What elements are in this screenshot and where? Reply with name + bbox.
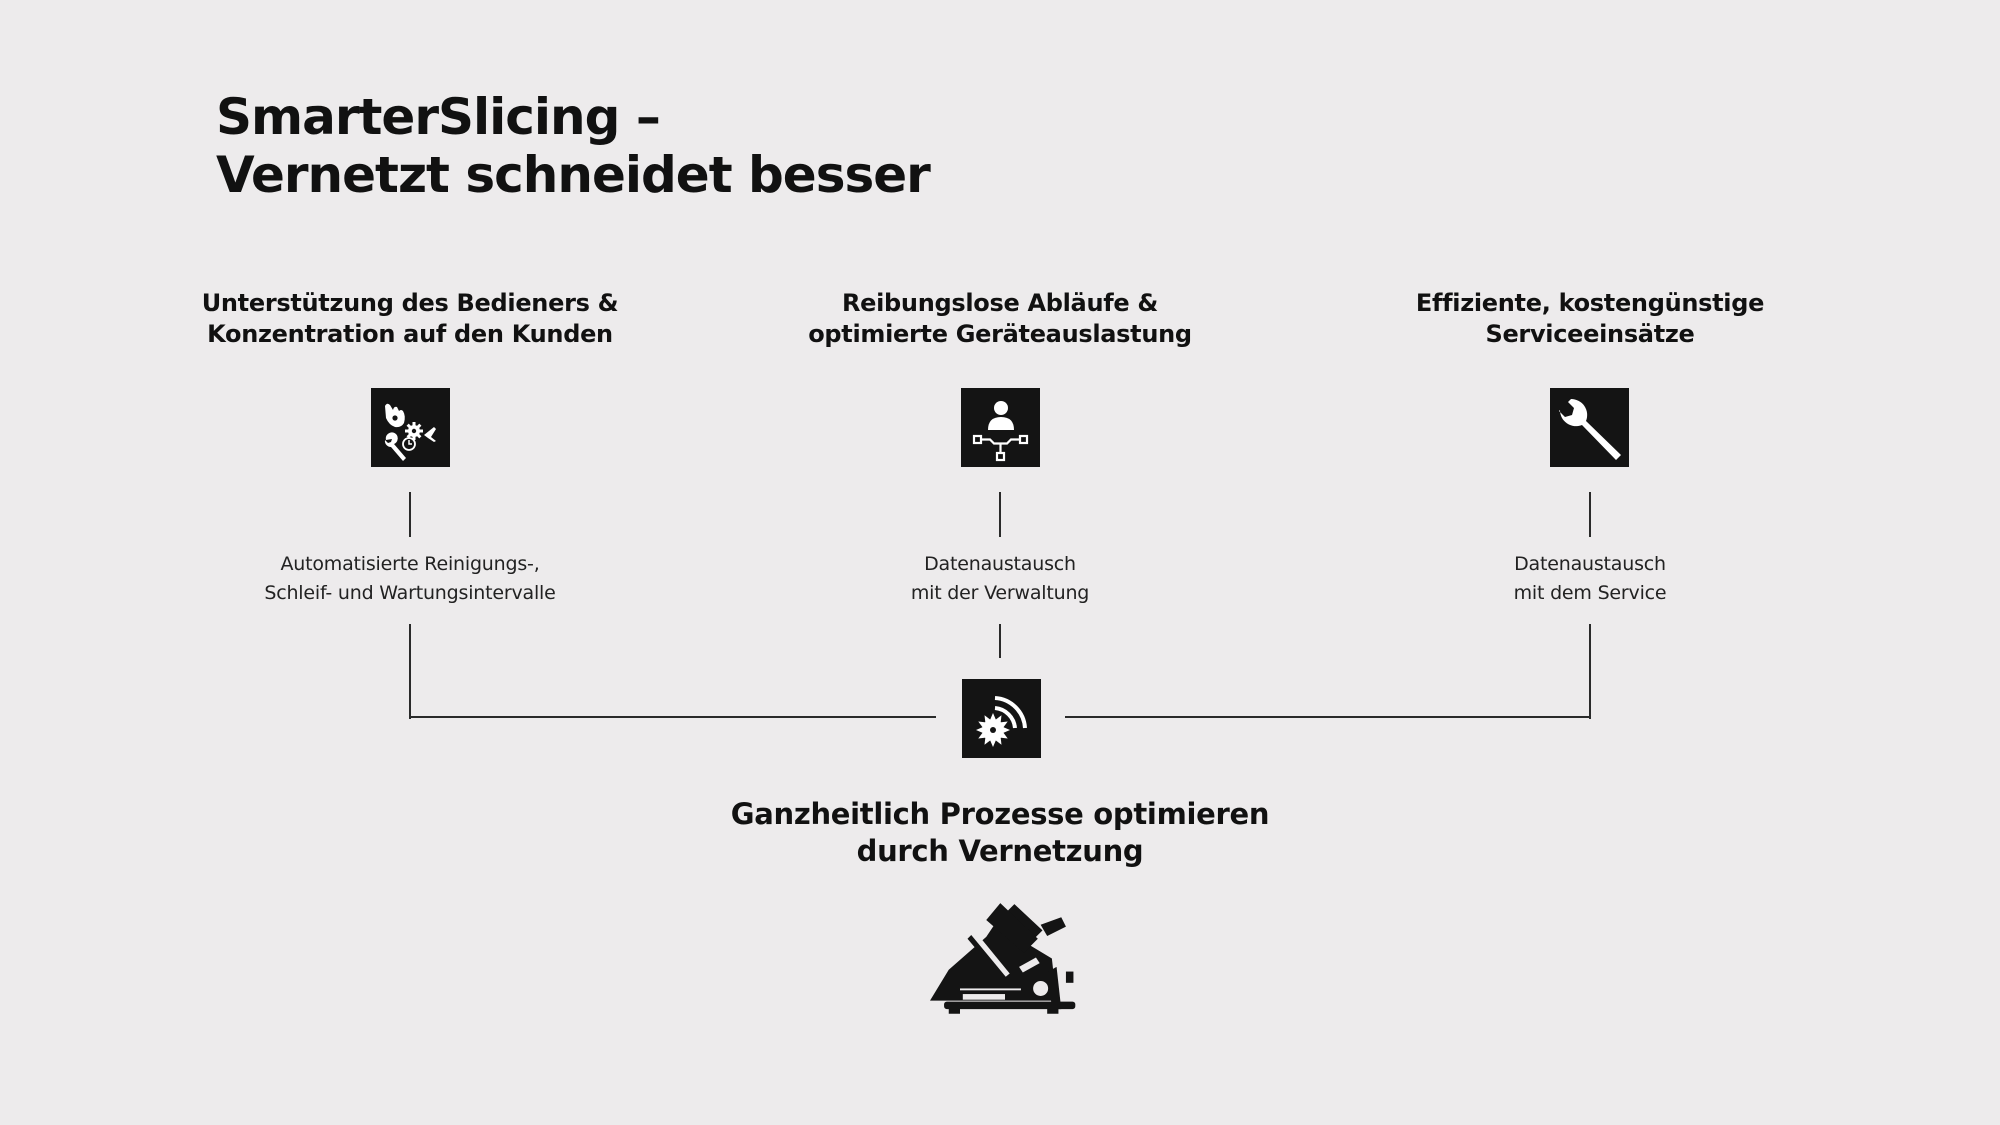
column-1-heading-line-1: Unterstützung des Bedieners &: [201, 289, 619, 317]
column-2-detail-line-1: Datenaustausch: [924, 553, 1076, 575]
connected-blade-icon: [962, 679, 1041, 758]
connector-line: [1065, 716, 1591, 718]
hub-heading-line-2: durch Vernetzung: [856, 834, 1144, 868]
column-1-detail-line-2: Schleif- und Wartungsintervalle: [264, 582, 556, 604]
connector-line: [999, 624, 1001, 658]
column-2-heading-line-1: Reibungslose Abläufe &: [841, 289, 1159, 317]
column-3-detail-line-2: mit dem Service: [1513, 582, 1667, 604]
column-3-heading-line-1: Effiziente, kostengünstige: [1415, 289, 1765, 317]
column-3-detail: Datenaustausch mit dem Service: [1390, 550, 1790, 608]
connector-line: [1589, 624, 1591, 719]
column-2-detail-line-2: mit der Verwaltung: [910, 582, 1090, 604]
column-1-heading-line-2: Konzentration auf den Kunden: [207, 320, 613, 348]
connector-line: [409, 492, 411, 537]
column-1-detail: Automatisierte Reinigungs-, Schleif- und…: [210, 550, 610, 608]
hub-heading: Ganzheitlich Prozesse optimieren durch V…: [600, 796, 1400, 870]
page-title: SmarterSlicing – Vernetzt schneidet bess…: [216, 88, 931, 204]
column-3-heading: Effiziente, kostengünstige Serviceeinsät…: [1330, 288, 1850, 350]
title-line-2: Vernetzt schneidet besser: [216, 146, 931, 204]
connector-line: [999, 492, 1001, 537]
column-2-heading-line-2: optimierte Geräteauslastung: [808, 320, 1192, 348]
column-1-detail-line-1: Automatisierte Reinigungs-,: [280, 553, 540, 575]
column-2-detail: Datenaustausch mit der Verwaltung: [800, 550, 1200, 608]
network-user-icon: [961, 388, 1040, 467]
hub-heading-line-1: Ganzheitlich Prozesse optimieren: [730, 797, 1270, 831]
wrench-icon: [1550, 388, 1629, 467]
column-3-heading-line-2: Serviceeinsätze: [1485, 320, 1695, 348]
slicer-machine-icon: [930, 895, 1080, 1020]
title-line-1: SmarterSlicing –: [216, 88, 661, 146]
column-3-detail-line-1: Datenaustausch: [1514, 553, 1666, 575]
connector-line: [409, 716, 936, 718]
column-2-heading: Reibungslose Abläufe & optimierte Geräte…: [740, 288, 1260, 350]
column-1-heading: Unterstützung des Bedieners & Konzentrat…: [150, 288, 670, 350]
connector-line: [1589, 492, 1591, 537]
connector-line: [409, 624, 411, 719]
operator-support-icon: [371, 388, 450, 467]
